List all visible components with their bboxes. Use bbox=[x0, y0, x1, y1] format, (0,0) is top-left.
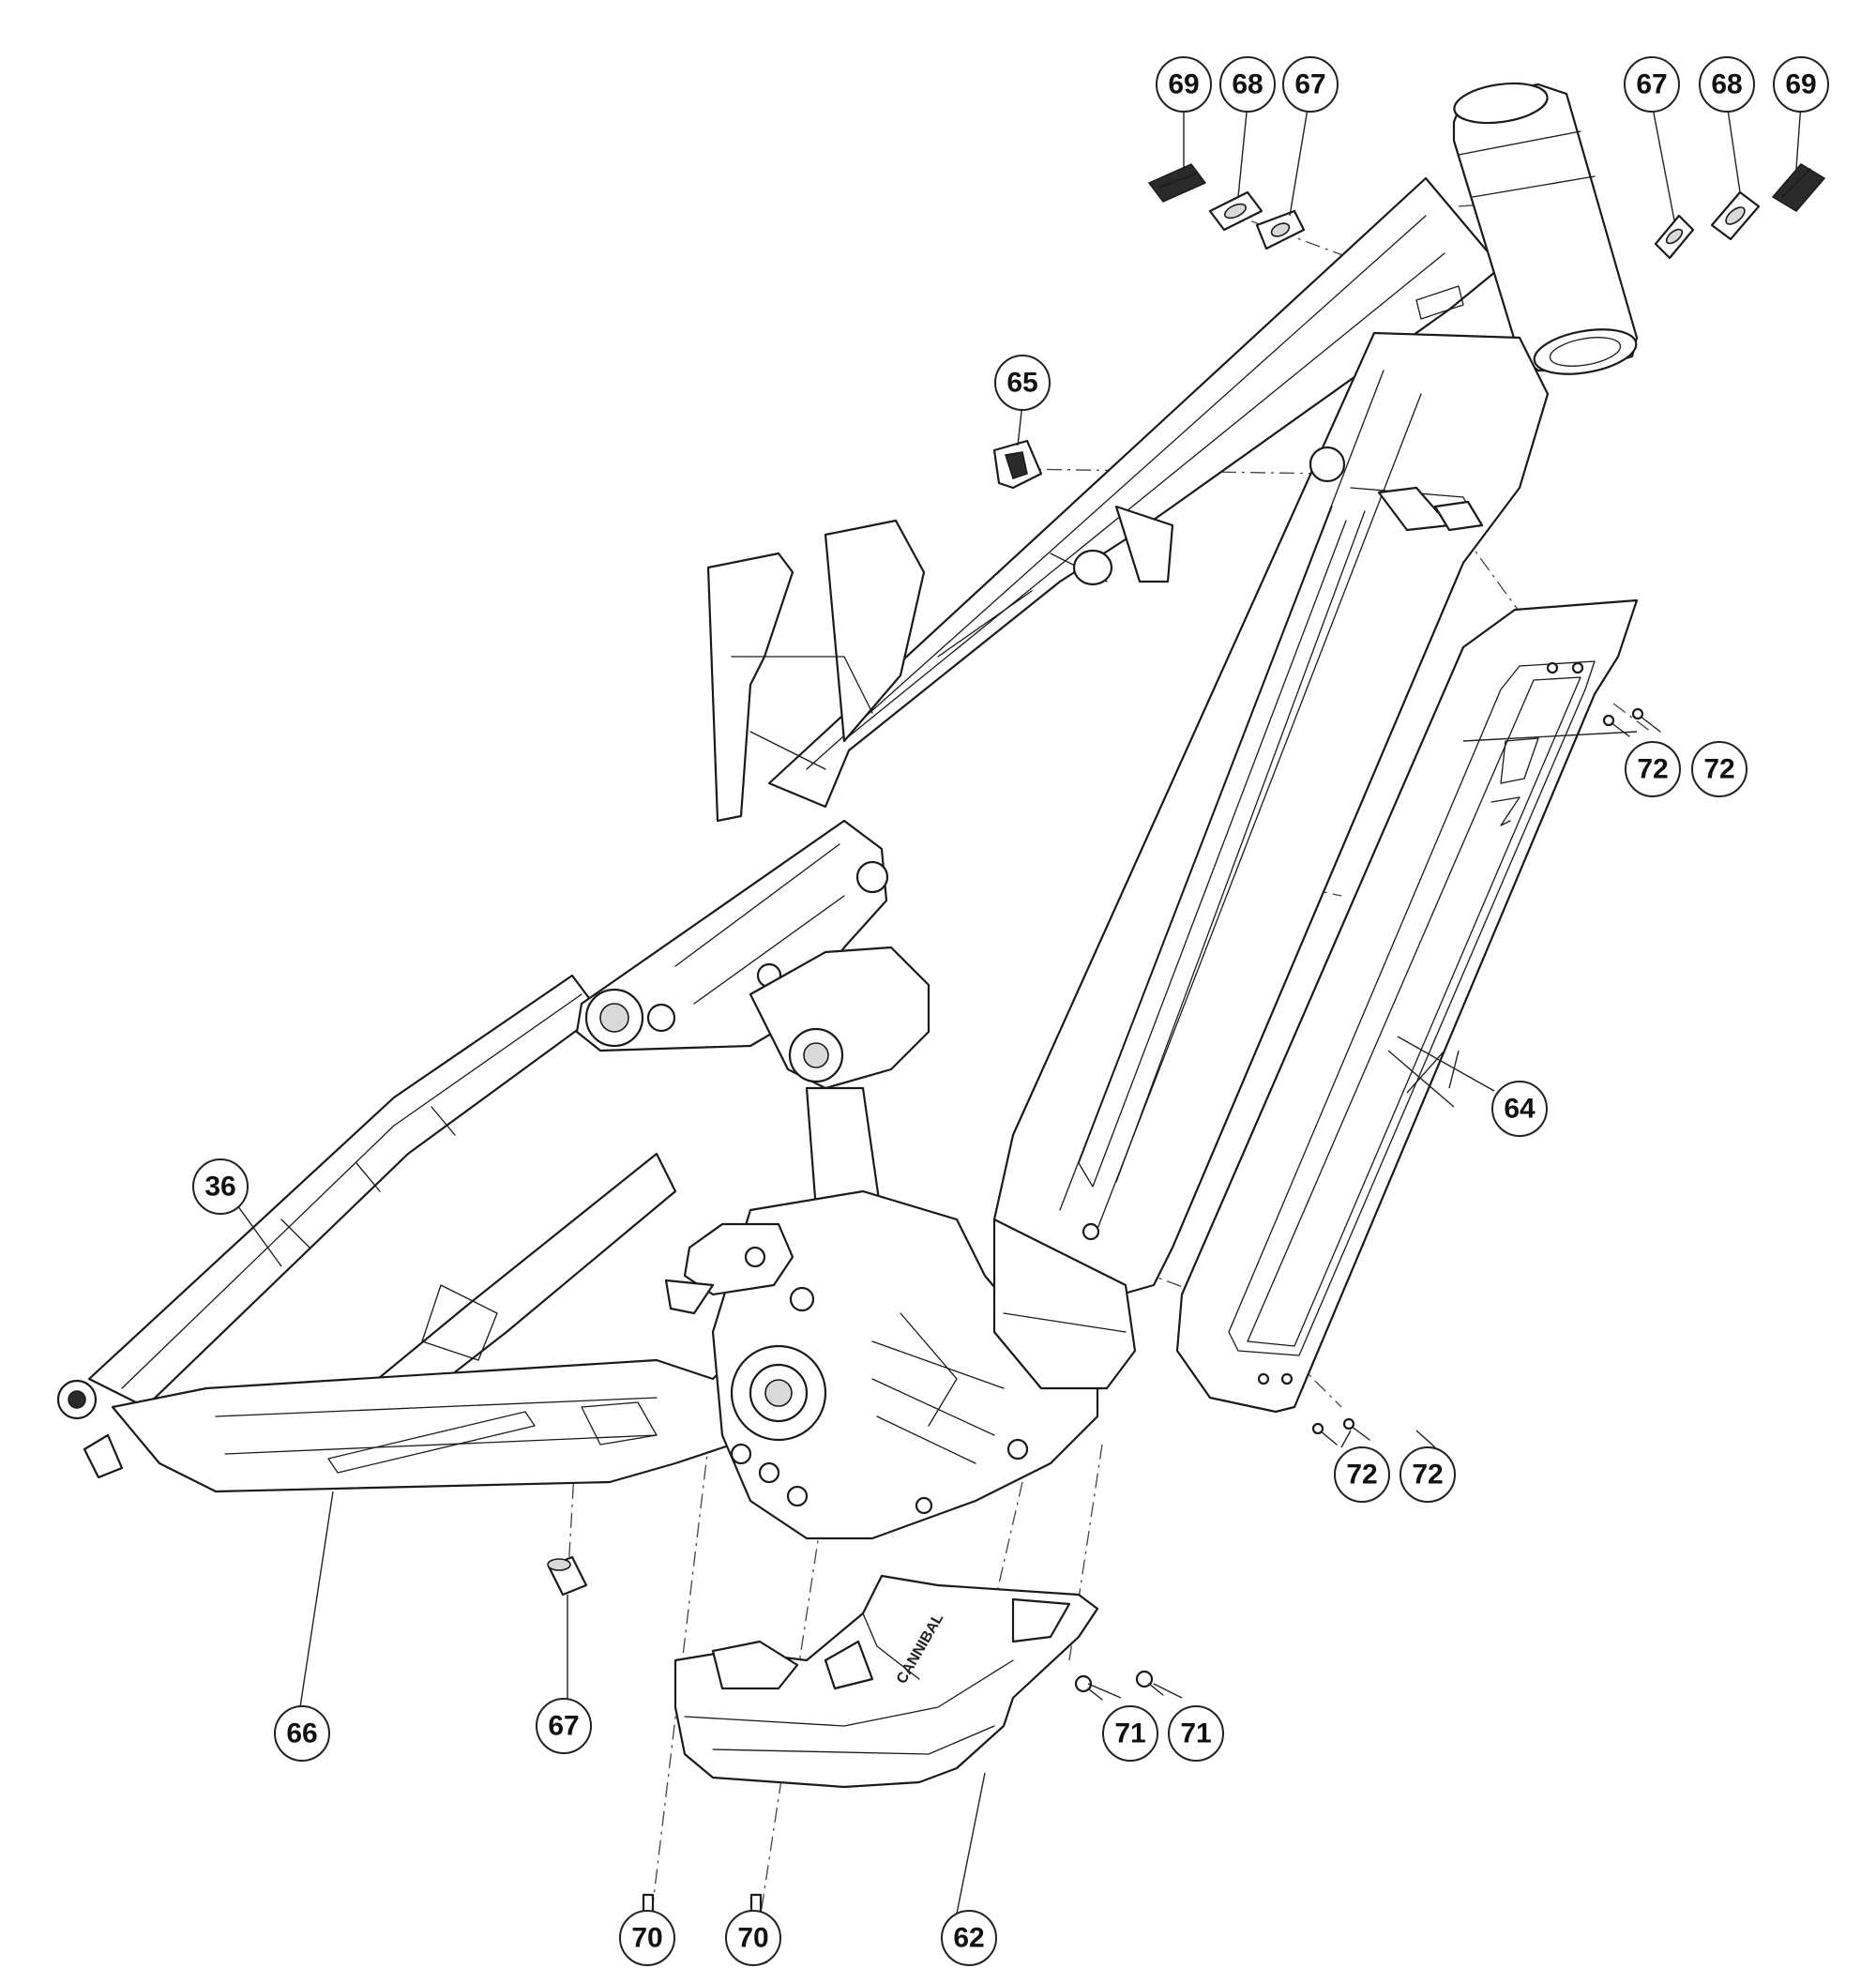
grommet-67-left bbox=[1255, 209, 1306, 250]
callout-67-bottom: 67 bbox=[536, 1698, 592, 1754]
svg-text:71: 71 bbox=[1180, 1718, 1211, 1749]
callout-70-b: 70 bbox=[725, 1910, 781, 1966]
screw-72-d bbox=[1342, 1417, 1370, 1441]
svg-text:72: 72 bbox=[1346, 1460, 1377, 1491]
callout-68-left: 68 bbox=[1219, 56, 1276, 113]
svg-text:69: 69 bbox=[1785, 69, 1816, 100]
screw-71-a bbox=[1074, 1674, 1103, 1701]
grommet-68-right bbox=[1710, 190, 1761, 241]
svg-text:67: 67 bbox=[1636, 69, 1667, 100]
grommet-65 bbox=[992, 439, 1043, 490]
svg-text:65: 65 bbox=[1006, 368, 1037, 399]
callout-68-right: 68 bbox=[1699, 56, 1755, 113]
callout-69-right: 69 bbox=[1773, 56, 1829, 113]
svg-text:72: 72 bbox=[1703, 754, 1734, 785]
callout-70-a: 70 bbox=[619, 1910, 675, 1966]
callout-66: 66 bbox=[274, 1705, 330, 1762]
callout-69-left: 69 bbox=[1156, 56, 1212, 113]
callout-72-a: 72 bbox=[1625, 741, 1681, 797]
battery-cover-64 bbox=[1175, 598, 1639, 1414]
svg-text:72: 72 bbox=[1637, 754, 1668, 785]
screw-72-a bbox=[1602, 714, 1630, 737]
grommet-67-right bbox=[1654, 214, 1695, 260]
main-frame bbox=[56, 82, 1639, 1540]
svg-text:68: 68 bbox=[1232, 69, 1263, 100]
plug-67-bottom bbox=[547, 1555, 588, 1597]
callout-71-b: 71 bbox=[1168, 1705, 1224, 1762]
svg-text:69: 69 bbox=[1168, 69, 1199, 100]
screw-71-b bbox=[1135, 1670, 1164, 1696]
callout-72-d: 72 bbox=[1399, 1446, 1456, 1503]
callout-67-left: 67 bbox=[1282, 56, 1339, 113]
callout-67-right: 67 bbox=[1624, 56, 1680, 113]
grommet-69-right bbox=[1771, 163, 1826, 212]
callouts: 69 68 67 67 68 69 65 72 bbox=[192, 56, 1829, 1966]
callout-65: 65 bbox=[994, 355, 1051, 411]
screw-72-b bbox=[1631, 707, 1661, 733]
svg-text:64: 64 bbox=[1504, 1094, 1536, 1125]
callout-72-c: 72 bbox=[1334, 1446, 1390, 1503]
callout-64: 64 bbox=[1491, 1081, 1548, 1137]
grommet-69-left bbox=[1147, 163, 1207, 203]
callout-62: 62 bbox=[941, 1910, 997, 1966]
grommet-68-left bbox=[1208, 190, 1263, 232]
svg-text:62: 62 bbox=[953, 1923, 984, 1954]
callout-36: 36 bbox=[192, 1158, 249, 1215]
svg-text:70: 70 bbox=[631, 1923, 662, 1954]
svg-text:72: 72 bbox=[1412, 1460, 1443, 1491]
callout-72-b: 72 bbox=[1691, 741, 1747, 797]
svg-text:68: 68 bbox=[1711, 69, 1742, 100]
svg-text:66: 66 bbox=[286, 1718, 317, 1749]
svg-text:67: 67 bbox=[548, 1711, 579, 1742]
small-parts bbox=[547, 163, 1826, 1964]
svg-text:71: 71 bbox=[1114, 1718, 1145, 1749]
callout-71-a: 71 bbox=[1102, 1705, 1158, 1762]
motor-skid-plate-62: CANNIBAL bbox=[673, 1574, 1099, 1789]
svg-text:70: 70 bbox=[737, 1923, 768, 1954]
svg-text:36: 36 bbox=[204, 1172, 235, 1203]
svg-text:67: 67 bbox=[1294, 69, 1325, 100]
screw-72-c bbox=[1311, 1422, 1338, 1446]
